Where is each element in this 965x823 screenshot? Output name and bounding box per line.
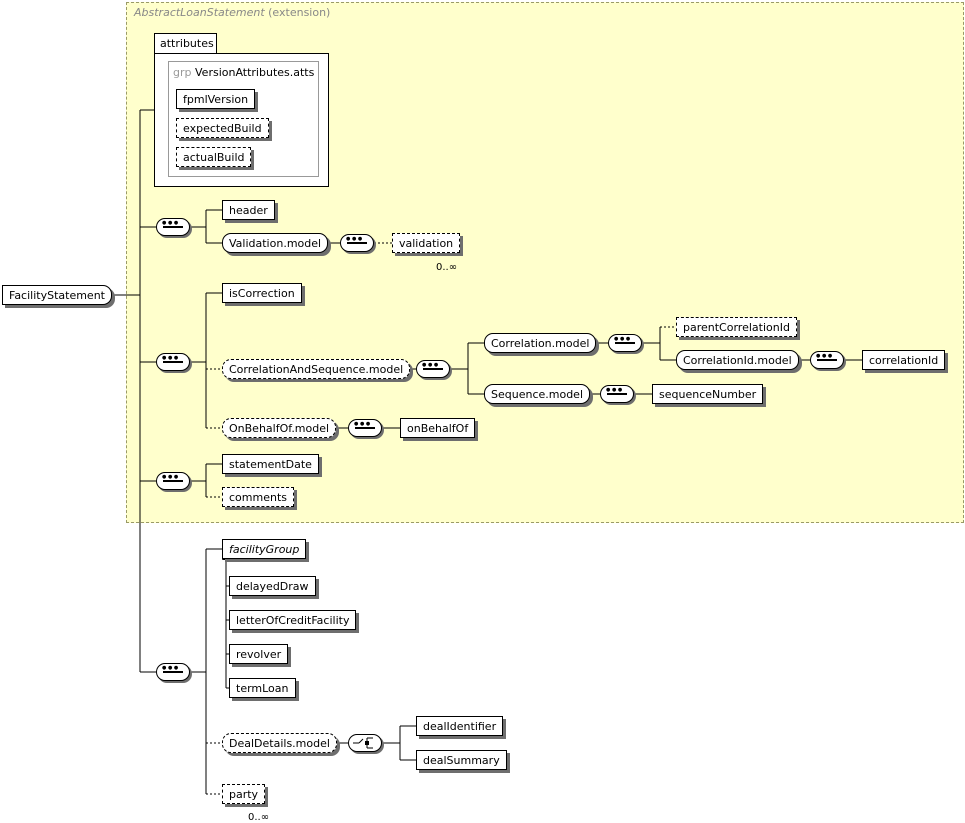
attributes-tab: attributes — [154, 33, 217, 53]
validation-cardinality: 0..∞ — [436, 262, 458, 273]
element-facilitygroup[interactable]: facilityGroup — [222, 539, 307, 559]
model-validation[interactable]: Validation.model — [222, 233, 329, 253]
element-dealidentifier[interactable]: dealIdentifier — [416, 716, 504, 736]
model-sequence[interactable]: Sequence.model — [484, 384, 591, 404]
sequence-compositor-onbehalfof — [348, 419, 382, 437]
model-correlationandsequence[interactable]: CorrelationAndSequence.model — [222, 359, 411, 379]
sequence-compositor-1 — [156, 218, 190, 236]
element-parentcorrelationid[interactable]: parentCorrelationId — [676, 317, 797, 337]
attr-fpmlVersion[interactable]: fpmlVersion — [176, 89, 256, 109]
sequence-compositor-2 — [156, 353, 190, 371]
element-iscorrection[interactable]: isCorrection — [222, 283, 302, 303]
sequence-compositor-correlationid — [810, 351, 844, 369]
element-letterofcreditfacility[interactable]: letterOfCreditFacility — [229, 610, 357, 630]
element-correlationid[interactable]: correlationId — [862, 350, 946, 370]
extension-label: AbstractLoanStatement (extension) — [134, 6, 331, 19]
element-statementdate[interactable]: statementDate — [222, 454, 319, 474]
element-validation[interactable]: validation — [392, 233, 461, 253]
sequence-compositor-4 — [156, 663, 190, 681]
attr-expectedBuild[interactable]: expectedBuild — [176, 118, 269, 138]
element-comments[interactable]: comments — [222, 487, 294, 507]
element-header[interactable]: header — [222, 200, 275, 220]
element-delayeddraw[interactable]: delayedDraw — [229, 576, 316, 596]
element-onbehalfof[interactable]: onBehalfOf — [400, 418, 476, 438]
sequence-compositor-validation — [340, 234, 374, 252]
element-dealsummary[interactable]: dealSummary — [416, 750, 507, 770]
element-revolver[interactable]: revolver — [229, 644, 289, 664]
model-correlationid[interactable]: CorrelationId.model — [676, 350, 799, 370]
choice-compositor-dealdetails — [348, 734, 382, 752]
element-termloan[interactable]: termLoan — [229, 678, 296, 698]
model-onbehalfof[interactable]: OnBehalfOf.model — [222, 418, 337, 438]
model-dealdetails[interactable]: DealDetails.model — [222, 733, 337, 753]
attribute-group-label: grp VersionAttributes.atts — [173, 66, 315, 79]
root-element-facilitystatement[interactable]: FacilityStatement — [2, 285, 112, 305]
sequence-compositor-correlation — [608, 334, 642, 352]
choice-icon — [353, 737, 373, 749]
element-party[interactable]: party — [222, 784, 266, 804]
attr-actualBuild[interactable]: actualBuild — [176, 147, 252, 167]
sequence-compositor-3 — [156, 472, 190, 490]
element-sequencenumber[interactable]: sequenceNumber — [652, 384, 764, 404]
party-cardinality: 0..∞ — [248, 812, 270, 823]
model-correlation[interactable]: Correlation.model — [484, 333, 597, 353]
sequence-compositor-corrseq — [416, 360, 450, 378]
sequence-compositor-sequence — [600, 385, 634, 403]
